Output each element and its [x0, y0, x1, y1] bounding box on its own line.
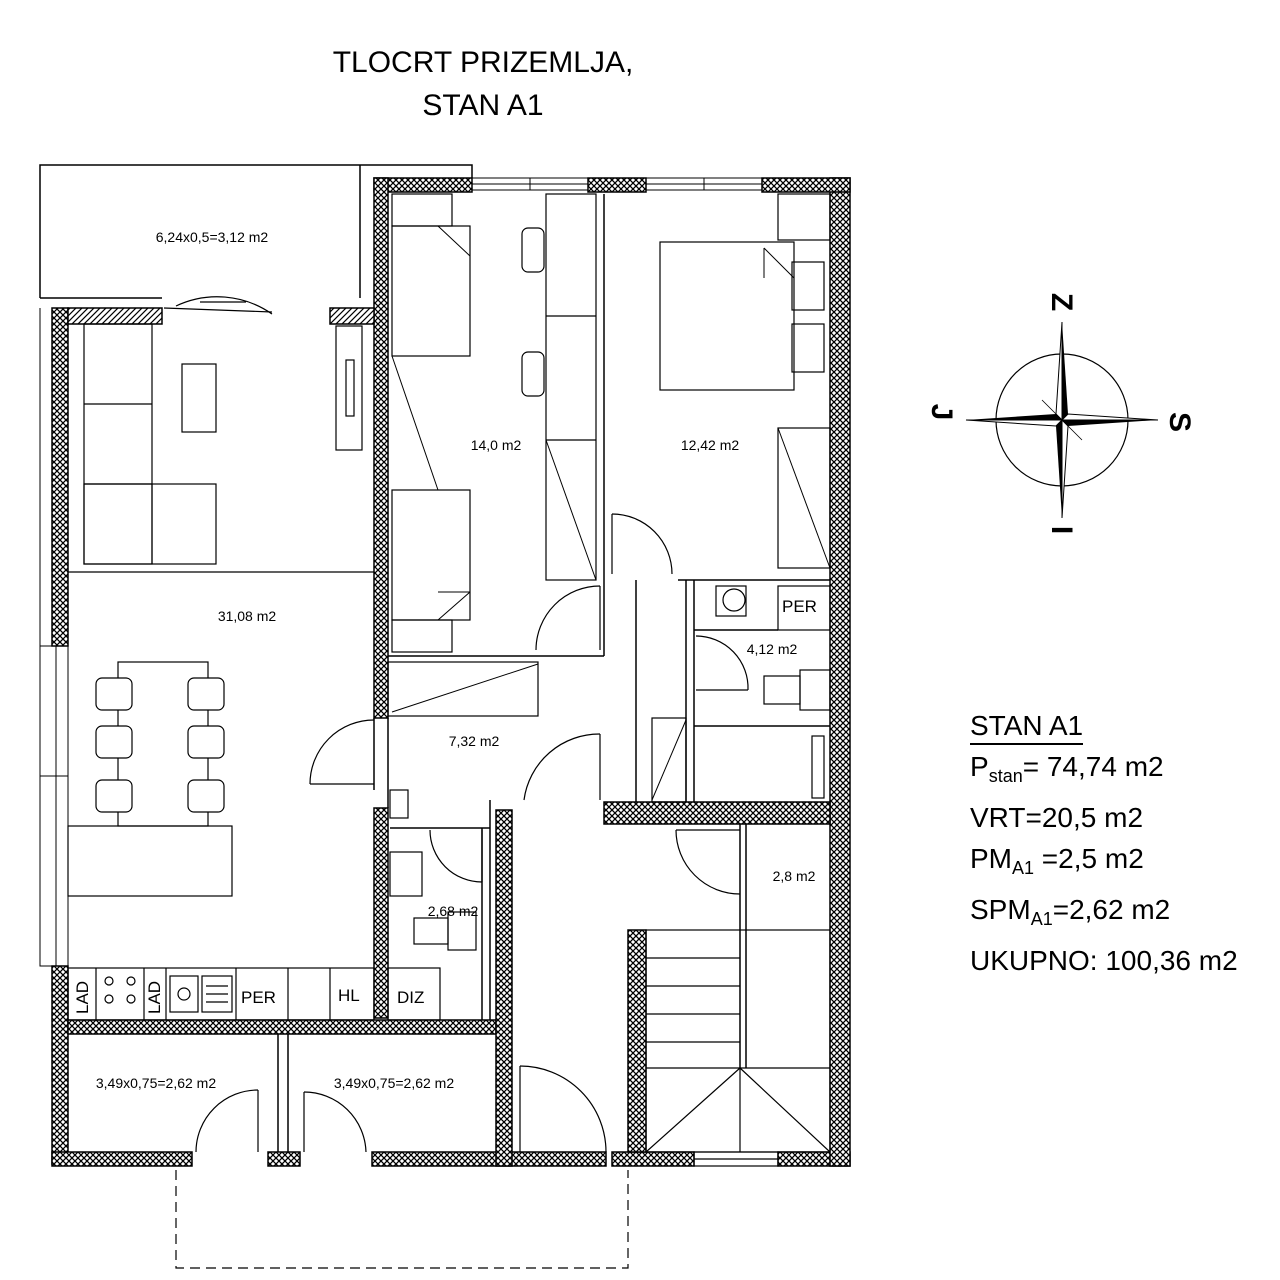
doors [163, 296, 749, 1153]
label-wc: 2,68 m2 [428, 903, 479, 919]
label-storage: 2,8 m2 [773, 868, 816, 884]
label-terrace: 6,24x0,5=3,12 m2 [156, 229, 269, 245]
summary-total: UKUPNO: 100,36 m2 [970, 945, 1238, 976]
apartment-summary: STAN A1 Pstan= 74,74 m2 VRT=20,5 m2 PMA1… [970, 705, 1238, 981]
exterior-walls [51, 177, 851, 1167]
compass-west: J [925, 404, 958, 421]
terrace [39, 164, 473, 299]
label-per-bath: PER [782, 597, 817, 616]
label-living: 31,08 m2 [218, 608, 277, 624]
wardrobe-lines [391, 225, 831, 801]
compass-east: S [1163, 412, 1196, 432]
label-bedroom1: 14,0 m2 [471, 437, 522, 453]
furniture [67, 193, 831, 1021]
summary-storage-parking: SPMA1=2,62 m2 [970, 894, 1171, 929]
summary-garden: VRT=20,5 m2 [970, 802, 1144, 833]
dining-chairs [95, 227, 545, 813]
summary-heading: STAN A1 [970, 709, 1084, 745]
label-hall: 7,32 m2 [449, 733, 500, 749]
label-diz: DIZ [397, 988, 424, 1007]
room-labels: 6,24x0,5=3,12 m2 31,08 m2 14,0 m2 12,42 … [96, 229, 816, 1091]
plan-title-line1: TLOCRT PRIZEMLJA, [332, 46, 634, 79]
label-per-kitchen: PER [241, 988, 276, 1007]
staircase [645, 929, 831, 1167]
interior-walls [67, 801, 831, 1167]
label-bathroom: 4,12 m2 [747, 641, 798, 657]
compass-rose: Z I S J [925, 293, 1196, 534]
label-loggia-left: 3,49x0,75=2,62 m2 [96, 1075, 216, 1091]
compass-north: Z [1045, 293, 1078, 311]
plan-title-line2: STAN A1 [422, 89, 544, 122]
label-lad2: LAD [145, 981, 164, 1014]
label-loggia-right: 3,49x0,75=2,62 m2 [334, 1075, 454, 1091]
label-lad1: LAD [73, 981, 92, 1014]
label-hl: HL [338, 986, 360, 1005]
entrance-canopy [175, 1170, 629, 1269]
label-bedroom2: 12,42 m2 [681, 437, 740, 453]
summary-area: Pstan= 74,74 m2 [970, 751, 1164, 786]
partitions [277, 194, 830, 1152]
fixture-labels: LAD LAD PER HL DIZ PER [73, 597, 817, 1014]
summary-parking: PMA1 =2,5 m2 [970, 843, 1144, 878]
compass-south: I [1045, 526, 1078, 534]
